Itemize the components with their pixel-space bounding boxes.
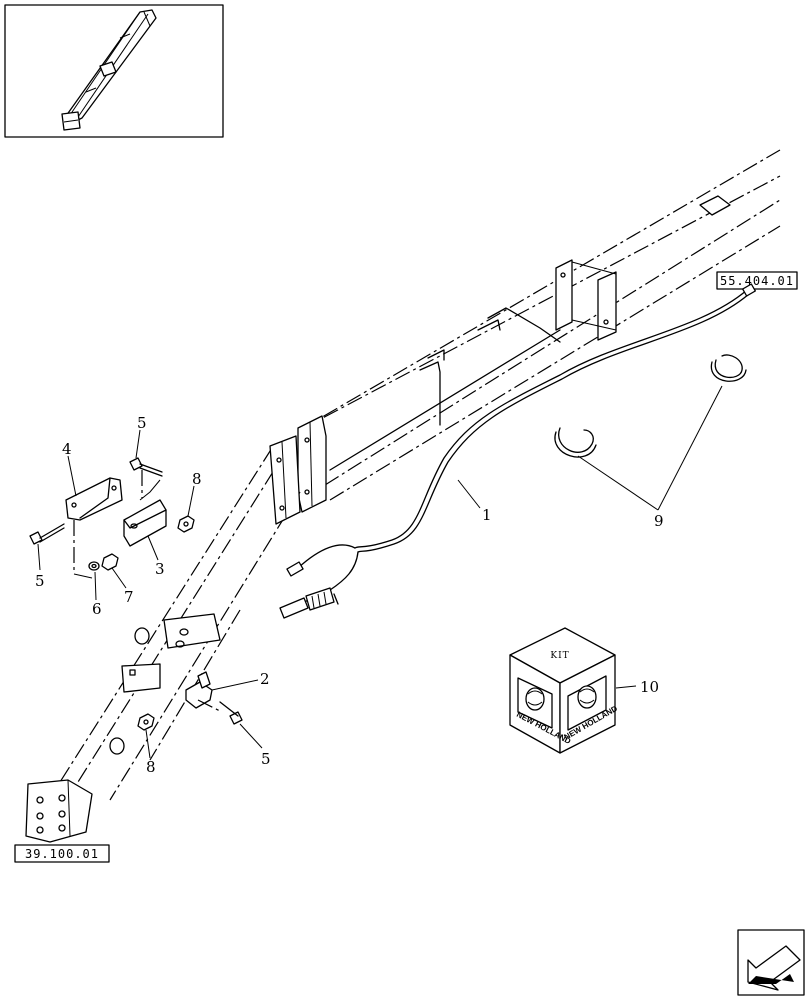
upper-collar xyxy=(163,613,221,649)
lower-boom-tube xyxy=(25,435,301,843)
mid-bracket xyxy=(121,663,161,693)
callout-8-top: 8 xyxy=(192,470,202,488)
callout-5-bottom: 5 xyxy=(261,750,271,768)
callout-9: 9 xyxy=(654,512,664,530)
outer-boom-tube xyxy=(297,149,781,513)
bolt-5-left xyxy=(29,523,65,545)
flange-joint xyxy=(555,259,573,331)
next-page-arrow-icon[interactable] xyxy=(737,929,805,996)
part-2-fitting xyxy=(185,671,213,709)
part-9-clamps xyxy=(554,354,747,458)
nut-7 xyxy=(101,553,119,571)
lower-sleeve xyxy=(109,737,125,755)
overview-thumbnail xyxy=(4,4,224,138)
callout-5-left: 5 xyxy=(35,572,45,590)
callout-5-top: 5 xyxy=(137,414,147,432)
callout-1: 1 xyxy=(482,506,492,524)
callout-7: 7 xyxy=(124,588,134,606)
bolt-5-bottom xyxy=(219,701,243,725)
saddle-bracket xyxy=(419,361,441,426)
kit-label: KIT xyxy=(550,651,569,661)
part-10-kit-box: KIT NEW HOLLAND NEW HOLLAND xyxy=(509,627,619,754)
lower-mount-plate xyxy=(269,435,301,525)
nut-8-top xyxy=(177,515,195,533)
callout-3: 3 xyxy=(155,560,165,578)
leader-lines xyxy=(37,385,723,759)
washer-6 xyxy=(88,561,100,571)
reference-label: 55.404.01 xyxy=(720,274,794,288)
callout-8-bottom: 8 xyxy=(146,758,156,776)
reference-label: 39.100.01 xyxy=(25,847,99,861)
reference-box-top-right[interactable]: 55.404.01 xyxy=(716,271,798,290)
part-1-hose xyxy=(279,283,756,619)
part-4-bracket xyxy=(65,477,123,521)
callout-10: 10 xyxy=(640,678,659,696)
callout-2: 2 xyxy=(260,670,270,688)
callout-6: 6 xyxy=(92,600,102,618)
bolt-5-top xyxy=(129,457,163,477)
top-pad xyxy=(699,195,731,216)
assembly-guides xyxy=(73,470,223,713)
reference-box-bottom-left[interactable]: 39.100.01 xyxy=(14,844,110,863)
bottom-hitch xyxy=(25,779,93,843)
part-3-block xyxy=(123,499,167,547)
nut-8-bottom xyxy=(137,713,155,731)
callout-4: 4 xyxy=(62,440,72,458)
